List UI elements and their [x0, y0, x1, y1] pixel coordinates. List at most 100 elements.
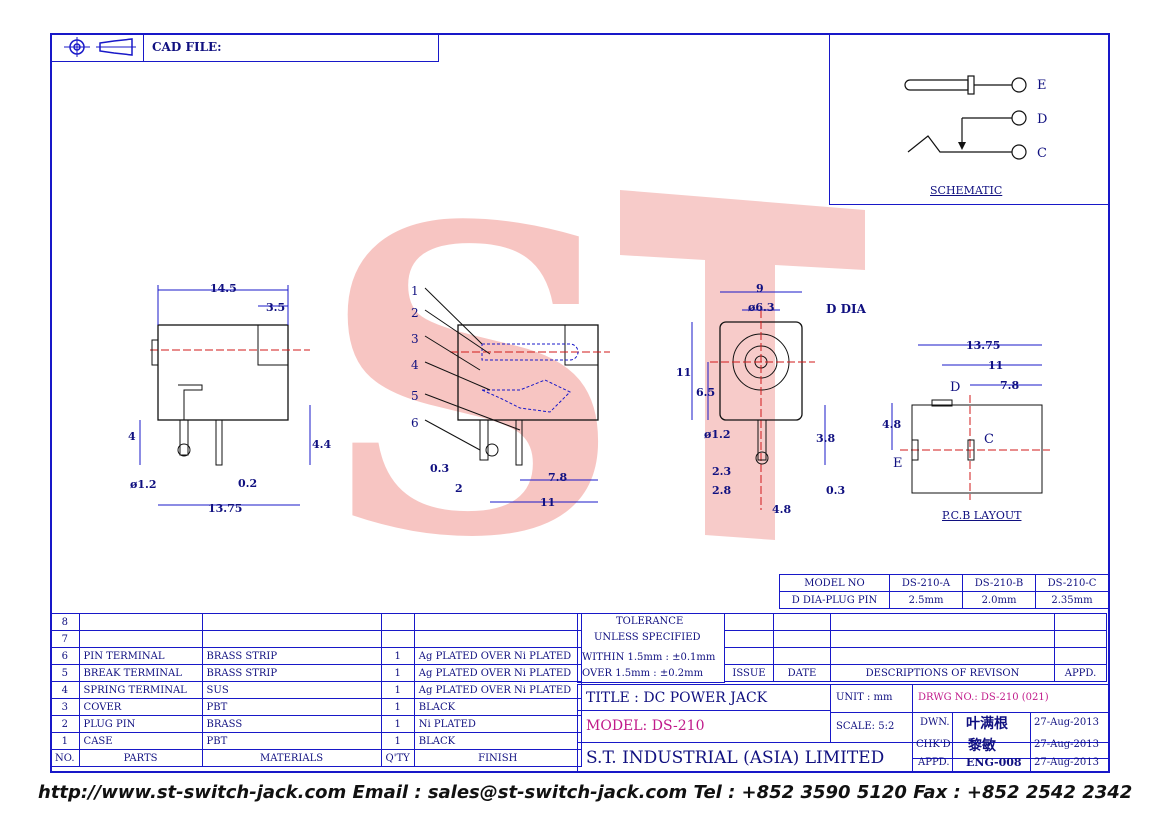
model-row-a: 2.5mm [889, 591, 963, 609]
bom-finish: Ni PLATED [413, 715, 582, 733]
section-dim-c: 7.8 [548, 471, 568, 484]
pcb-dim-mid: 11 [988, 359, 1004, 372]
model-header-1: DS-210-A [889, 574, 963, 592]
bom-material: PBT [201, 698, 382, 716]
schematic-diagram [904, 75, 1027, 160]
bom-header-qty: Q'TY [380, 749, 415, 767]
callout-6: 6 [411, 416, 419, 430]
section-dim-d: 11 [540, 496, 556, 509]
pcb-pin-c: C [984, 432, 994, 447]
bom-no: 1 [50, 732, 80, 750]
tolerance-title2: UNLESS SPECIFIED [594, 632, 701, 643]
bom-part: BREAK TERMINAL [78, 664, 203, 682]
bom-no: 7 [50, 630, 80, 648]
rev-desc: DESCRIPTIONS OF REVISON [830, 664, 1055, 682]
tolerance-over: OVER 1.5mm : ±0.2mm [582, 668, 704, 679]
tolerance-within: WITHIN 1.5mm : ±0.1mm [582, 652, 716, 663]
bom-header-materials: MATERIALS [201, 749, 382, 767]
schematic-label: SCHEMATIC [930, 184, 1003, 197]
bom-part [78, 613, 203, 631]
bom-qty: 1 [380, 664, 415, 682]
front-dim-bore: ø6.3 [748, 301, 775, 314]
appd-label: APPD. [918, 757, 950, 768]
title-divider-5 [830, 712, 1110, 713]
pcb-dim-height: 4.8 [882, 418, 902, 431]
title-divider-7 [952, 712, 953, 773]
company-name: S.T. INDUSTRIAL (ASIA) LIMITED [586, 748, 885, 768]
appd-date: 27-Aug-2013 [1034, 757, 1099, 768]
model-row-b: 2.0mm [962, 591, 1036, 609]
bom-finish: Ag PLATED OVER Ni PLATED [413, 681, 582, 699]
bom-qty: 1 [380, 698, 415, 716]
bom-no: 2 [50, 715, 80, 733]
bom-material: BRASS STRIP [201, 664, 382, 682]
rev-appd: APPD. [1054, 664, 1107, 682]
model-header-0: MODEL NO [779, 574, 890, 592]
section-view-drawing [424, 287, 610, 503]
front-dim-height: 11 [676, 366, 692, 379]
header-divider [143, 33, 144, 61]
d-dia-label: D DIA [826, 302, 866, 316]
chkd-date: 27-Aug-2013 [1034, 739, 1099, 750]
bom-part: CASE [78, 732, 203, 750]
bom-part: PIN TERMINAL [78, 647, 203, 665]
rev-issue: ISSUE [724, 664, 774, 682]
rev-date: DATE [773, 664, 831, 682]
side-dim-length: 14.5 [210, 282, 237, 295]
bom-part: COVER [78, 698, 203, 716]
bom-material: PBT [201, 732, 382, 750]
pcb-dim-overall: 13.75 [966, 339, 1001, 352]
front-dim-width: 9 [756, 282, 764, 295]
dwn-label: DWN. [920, 717, 950, 728]
projection-icon [62, 37, 142, 61]
bom-row: 8 [50, 613, 582, 631]
title-divider-2 [577, 742, 1110, 743]
bom-qty: 1 [380, 715, 415, 733]
title-divider-4 [912, 684, 913, 773]
schematic-box [829, 33, 1110, 205]
bom-finish [413, 630, 582, 648]
scale-text: SCALE: 5:2 [836, 721, 895, 732]
side-dim-pin-dia: ø1.2 [130, 478, 157, 491]
side-dim-span: 13.75 [208, 502, 243, 515]
bom-qty: 1 [380, 732, 415, 750]
pcb-label: P.C.B LAYOUT [942, 509, 1022, 522]
dwn-date: 27-Aug-2013 [1034, 717, 1099, 728]
model-header-2: DS-210-B [962, 574, 1036, 592]
header-box [50, 33, 439, 62]
bom-finish [413, 613, 582, 631]
bom-material [201, 630, 382, 648]
side-dim-top: 3.5 [266, 301, 286, 314]
front-dim-pin-len: 3.8 [816, 432, 836, 445]
schematic-terminal-d: D [1037, 112, 1048, 127]
front-view-drawing [691, 291, 826, 510]
schematic-terminal-c: C [1037, 146, 1047, 161]
bom-material [201, 613, 382, 631]
bom-qty [380, 613, 415, 631]
cad-file-label: CAD FILE: [152, 40, 222, 54]
revision-table: ISSUE DATE DESCRIPTIONS OF REVISON APPD. [724, 613, 1107, 682]
title-divider-6 [912, 758, 1110, 759]
pcb-dim-short: 7.8 [1000, 379, 1020, 392]
bom-material: BRASS STRIP [201, 647, 382, 665]
bom-part: PLUG PIN [78, 715, 203, 733]
front-dim-p1: 2.3 [712, 465, 732, 478]
title-text: TITLE : DC POWER JACK [586, 690, 768, 706]
title-divider-1 [577, 710, 830, 711]
front-dim-p2: 2.8 [712, 484, 732, 497]
callout-3: 3 [411, 332, 419, 346]
bom-finish: BLACK [413, 732, 582, 750]
bom-material: SUS [201, 681, 382, 699]
model-text: MODEL: DS-210 [586, 718, 705, 734]
section-dim-a: 0.3 [430, 462, 450, 475]
section-dim-b: 2 [455, 482, 463, 495]
title-divider-8 [1030, 712, 1031, 773]
callout-1: 1 [411, 284, 419, 298]
bom-qty [380, 630, 415, 648]
callout-2: 2 [411, 306, 419, 320]
bom-no: 4 [50, 681, 80, 699]
